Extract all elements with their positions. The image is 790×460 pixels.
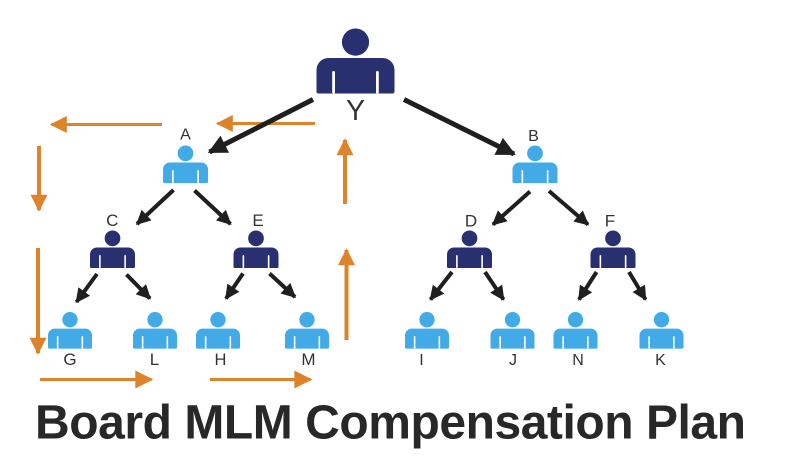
svg-text:J: J: [509, 352, 517, 369]
svg-text:H: H: [215, 351, 227, 369]
svg-text:Y: Y: [346, 95, 365, 127]
svg-text:G: G: [63, 350, 76, 369]
svg-text:M: M: [301, 350, 315, 369]
svg-text:I: I: [419, 352, 423, 369]
svg-text:A: A: [180, 127, 191, 144]
svg-text:Board MLM Compensation Plan: Board MLM Compensation Plan: [35, 397, 746, 450]
svg-text:L: L: [150, 350, 159, 369]
svg-text:F: F: [605, 212, 615, 231]
svg-text:K: K: [655, 352, 666, 369]
svg-text:B: B: [528, 128, 539, 145]
svg-text:C: C: [106, 211, 118, 230]
svg-text:E: E: [252, 211, 263, 230]
svg-text:N: N: [572, 352, 584, 369]
svg-text:D: D: [465, 212, 477, 231]
